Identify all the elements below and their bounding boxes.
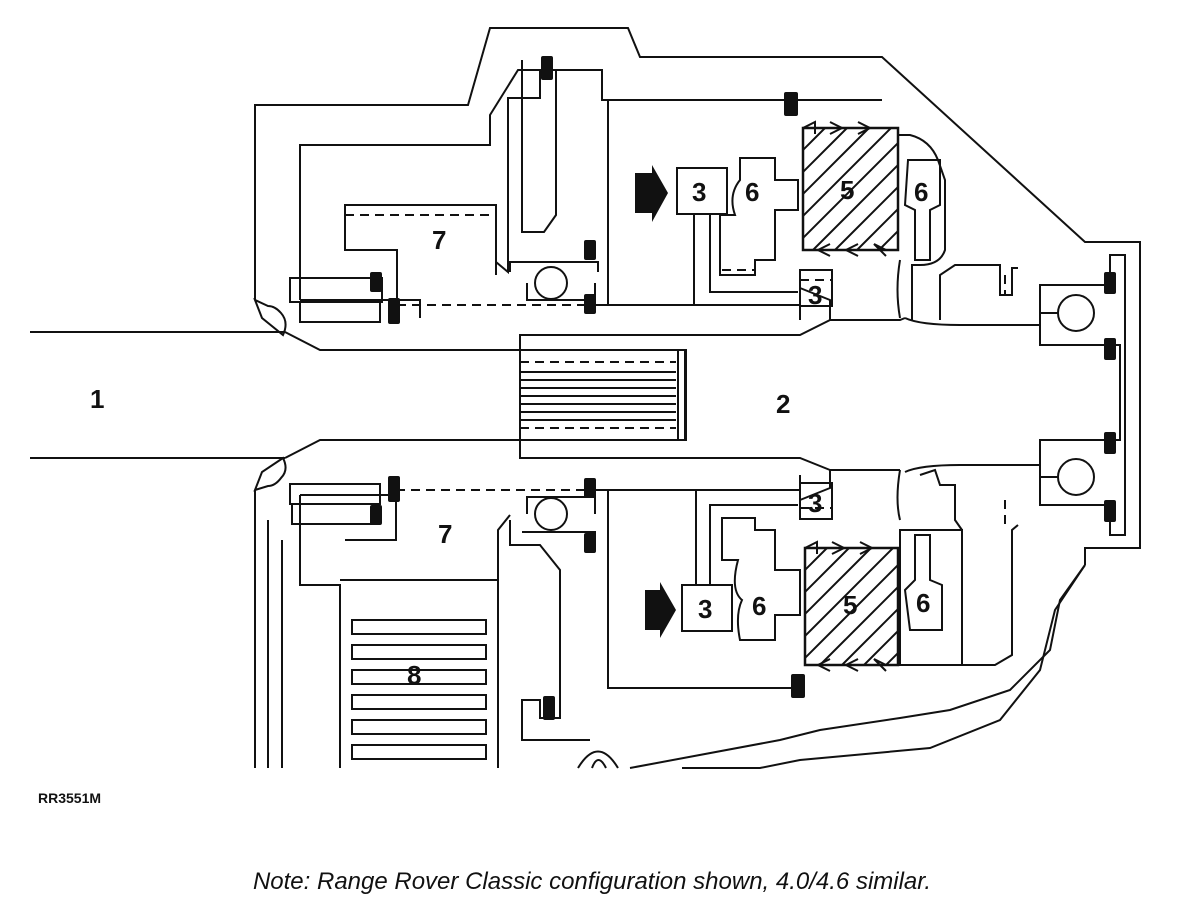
upper-piston-block-3 — [676, 167, 798, 305]
plate-stack-plate — [351, 669, 487, 685]
friction-hatch-line — [805, 548, 828, 665]
friction-hatch-line — [974, 548, 1091, 665]
friction-hatch-line — [805, 548, 898, 665]
plate-stack-plate — [351, 619, 487, 635]
friction-hatch-line — [945, 128, 1067, 250]
callout-2: 2 — [776, 389, 790, 419]
friction-hatch-line — [819, 548, 898, 665]
upper-pressure-plate-6-right — [903, 159, 941, 261]
friction-hatch-line — [863, 548, 898, 665]
lower-apply-arrow-icon — [645, 582, 676, 638]
lower-return-spring-3 — [799, 482, 833, 520]
friction-hatch-line — [803, 128, 898, 250]
plate-stack-plate — [351, 719, 487, 735]
callout-5-upper: 5 — [840, 175, 854, 205]
upper-pressure-plate-6 — [719, 157, 799, 276]
friction-hatch-line — [805, 548, 894, 665]
callout-3-upper-small: 3 — [808, 280, 822, 310]
friction-hatch-line — [812, 128, 898, 250]
friction-hatch-line — [930, 548, 1047, 665]
plate-stack-plate — [351, 694, 487, 710]
spline-coupling — [519, 349, 687, 441]
plate-stack-plate — [351, 744, 487, 760]
figure-reference-code: RR3551M — [38, 790, 102, 806]
lower-clutch-section — [289, 458, 1095, 768]
seal-set — [370, 56, 1116, 720]
callout-3-lower-block: 3 — [698, 594, 712, 624]
friction-hatch-line — [803, 128, 826, 250]
friction-hatch-line — [805, 548, 872, 665]
friction-hatch-line — [803, 128, 870, 250]
upper-spring-retainer — [939, 264, 1095, 332]
callout-8: 8 — [407, 660, 421, 690]
callout-7-lower: 7 — [438, 519, 452, 549]
friction-hatch-line — [996, 548, 1113, 665]
outer-housing — [254, 27, 1141, 769]
callout-6-upper-left: 6 — [745, 177, 759, 207]
friction-hatch-line — [1011, 128, 1133, 250]
friction-hatch-line — [803, 128, 848, 250]
figure-note: Note: Range Rover Classic configuration … — [252, 868, 932, 895]
callout-6-lower-right: 6 — [916, 588, 930, 618]
friction-hatch-line — [803, 128, 892, 250]
friction-hatch-line — [834, 128, 898, 250]
friction-hatch-line — [989, 128, 1111, 250]
lower-piston-block-3 — [681, 490, 798, 632]
upper-return-spring-3 — [799, 269, 833, 307]
callout-3-upper-block: 3 — [692, 177, 706, 207]
upper-friction-pack-5 — [801, 120, 1133, 257]
callout-3-lower-small: 3 — [808, 488, 822, 518]
friction-hatch-line — [841, 548, 898, 665]
lower-friction-pack-5 — [803, 540, 1113, 672]
friction-hatch-line — [885, 548, 898, 665]
input-shaft — [30, 298, 287, 492]
callout-7-upper: 7 — [432, 225, 446, 255]
plate-stack-8 — [351, 619, 487, 760]
callout-1: 1 — [90, 384, 104, 414]
lower-pressure-plate-6-right — [903, 534, 943, 631]
lower-pressure-plate-6 — [721, 517, 801, 641]
callout-6-lower-left: 6 — [752, 591, 766, 621]
plate-stack-plate — [351, 644, 487, 660]
output-hub — [284, 254, 1126, 536]
callout-6-upper-right: 6 — [914, 177, 928, 207]
friction-hatch-line — [856, 128, 898, 250]
callout-5-lower: 5 — [843, 590, 857, 620]
friction-hatch-line — [805, 548, 850, 665]
upper-apply-arrow-icon — [635, 165, 668, 222]
